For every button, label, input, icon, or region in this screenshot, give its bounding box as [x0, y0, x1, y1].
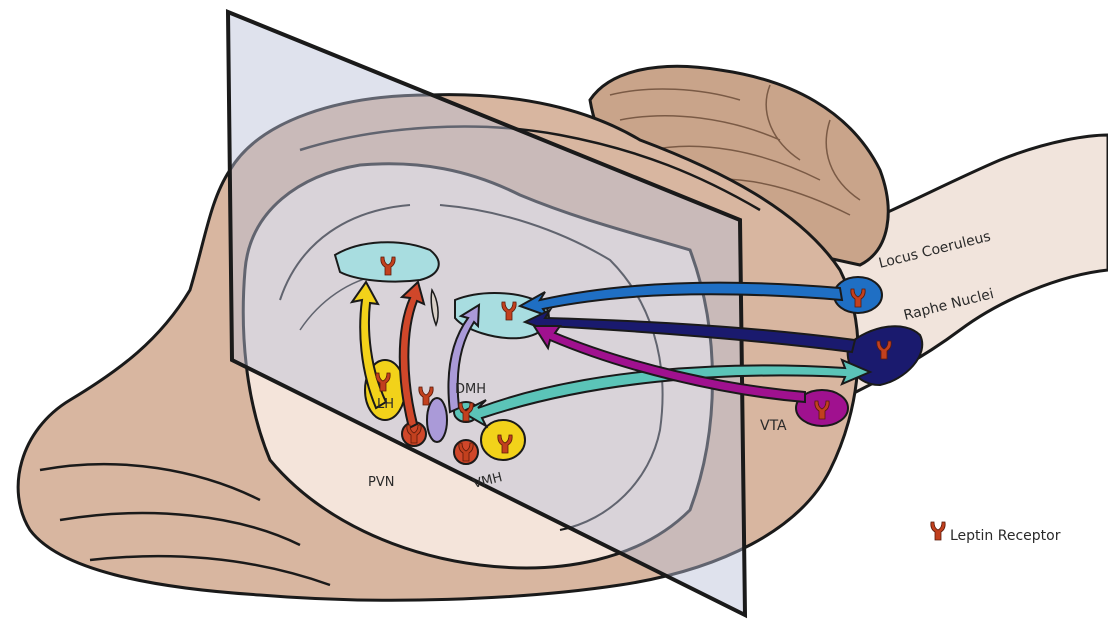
leptin-receptor-icon [931, 522, 945, 540]
lateral-ventricle [335, 242, 439, 281]
legend-label: Leptin Receptor [950, 528, 1061, 544]
legend: Leptin Receptor [931, 522, 1061, 544]
label-dmh: DMH [455, 382, 486, 397]
label-vta: VTA [760, 418, 787, 434]
label-lh: LH [377, 397, 394, 412]
pvn-nucleus [427, 398, 447, 442]
label-pvn: PVN [368, 475, 394, 490]
